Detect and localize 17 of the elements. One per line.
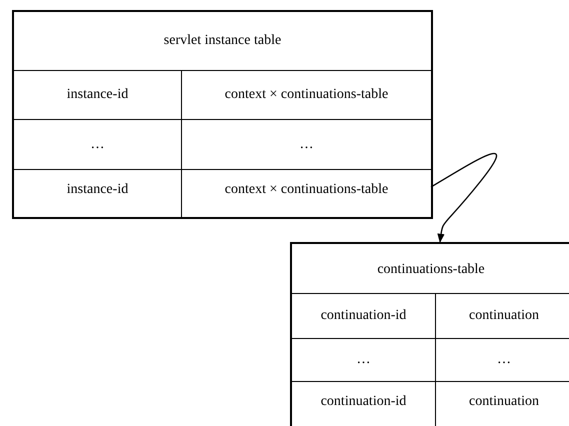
table-cell: … [182, 119, 431, 169]
table-title: servlet instance table [162, 33, 282, 49]
table-cell: continuation-id [292, 381, 436, 426]
table-cell: … [292, 338, 436, 381]
table-cell: context × continuations-table [182, 70, 431, 119]
arrow [430, 153, 497, 243]
table-cell: instance-id [14, 70, 182, 119]
table [290, 242, 569, 426]
table-cell: … [14, 119, 182, 169]
table-cell: continuation [436, 381, 569, 426]
table-cell: instance-id [14, 169, 182, 217]
table-cell: context × continuations-table [182, 169, 431, 217]
table-title: continuations-table [376, 262, 486, 278]
table-cell: continuation [436, 293, 569, 338]
table-cell: continuation-id [292, 293, 436, 338]
table-cell: … [436, 338, 569, 381]
table [12, 10, 433, 219]
